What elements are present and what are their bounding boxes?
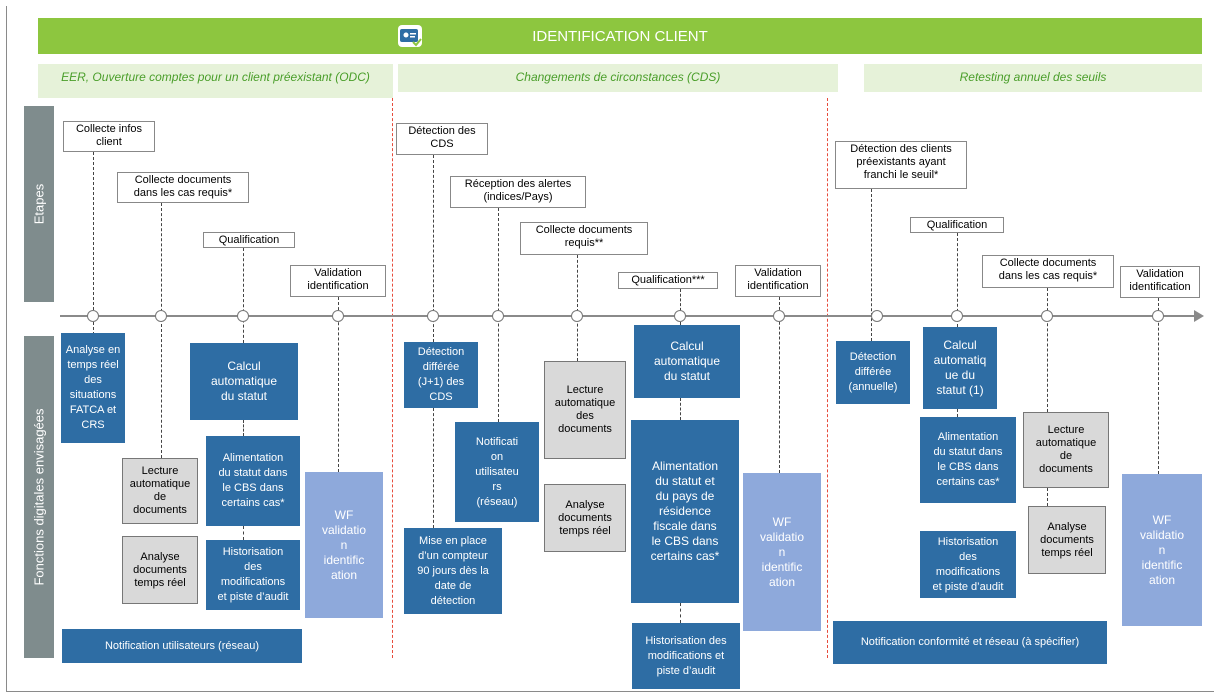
timeline-axis xyxy=(60,315,1195,317)
timeline-node xyxy=(773,310,785,322)
connector-line xyxy=(338,297,339,472)
id-card-icon xyxy=(398,25,422,47)
function-alimentation-statut: Alimentation du statut dans le CBS dans … xyxy=(206,436,300,526)
step-validation: Validation identification xyxy=(1120,266,1200,298)
function-lecture-automatique: Lecture automatique des documents xyxy=(544,361,626,459)
function-alimentation-statut: Alimentation du statut dans le CBS dans … xyxy=(920,417,1016,503)
connector-line xyxy=(243,248,244,343)
function-historisation: Historisation des modifications et piste… xyxy=(206,540,300,610)
function-calcul-statut: Calcul automatiq ue du statut (1) xyxy=(923,327,997,409)
step-validation: Validation identification xyxy=(735,265,821,297)
step-detection-cds: Détection des CDS xyxy=(396,123,488,155)
function-wf-validation: WF validatio n identific ation xyxy=(305,472,383,618)
connector-line xyxy=(243,526,244,540)
connector-line xyxy=(1047,288,1048,412)
timeline-node xyxy=(332,310,344,322)
function-calcul-statut: Calcul automatique du statut xyxy=(634,325,740,398)
connector-line xyxy=(1047,488,1048,506)
connector-line xyxy=(680,398,681,420)
timeline-node xyxy=(1152,310,1164,322)
section-cds: Changements de circonstances (CDS) xyxy=(398,64,838,92)
function-detection-differee: Détection différée (J+1) des CDS xyxy=(404,342,478,408)
function-wf-validation: WF validatio n identific ation xyxy=(743,473,821,631)
step-qualification: Qualification xyxy=(910,217,1004,233)
timeline-node xyxy=(237,310,249,322)
function-analyse-documents: Analyse documents temps réel xyxy=(122,536,198,604)
connector-line xyxy=(93,152,94,335)
function-detection-differee-annuelle: Détection différée (annuelle) xyxy=(836,341,910,404)
section-odc: EER, Ouverture comptes pour un client pr… xyxy=(38,64,393,98)
diagram-frame xyxy=(6,6,1214,692)
timeline-node xyxy=(87,310,99,322)
step-qualification: Qualification xyxy=(203,232,295,248)
timeline-node xyxy=(155,310,167,322)
connector-line xyxy=(680,603,681,623)
step-detection-clients: Détection des clients préexistants ayant… xyxy=(835,141,967,189)
section-separator xyxy=(392,98,393,658)
sidebar-fonctions-label: Fonctions digitales envisagées xyxy=(31,408,47,586)
step-collecte-infos: Collecte infos client xyxy=(63,121,155,152)
function-alimentation-statut-pays: Alimentation du statut et du pays de rés… xyxy=(631,420,739,603)
timeline-node xyxy=(951,310,963,322)
timeline-node xyxy=(674,310,686,322)
timeline-arrow-icon xyxy=(1194,310,1204,322)
function-notification-utilisateurs: Notification utilisateurs (réseau) xyxy=(62,629,302,663)
timeline-node xyxy=(871,310,883,322)
step-collecte-documents-requis: Collecte documents requis** xyxy=(520,222,648,255)
connector-line xyxy=(1158,298,1159,474)
function-notification-conformite: Notification conformité et réseau (à spé… xyxy=(833,621,1107,664)
step-qualification: Qualification*** xyxy=(618,272,718,289)
step-reception-alertes: Réception des alertes (indices/Pays) xyxy=(450,176,586,208)
connector-line xyxy=(779,297,780,473)
step-validation: Validation identification xyxy=(290,265,386,297)
section-retesting: Retesting annuel des seuils xyxy=(864,64,1202,92)
connector-line xyxy=(680,289,681,325)
function-calcul-statut: Calcul automatique du statut xyxy=(190,343,298,420)
function-notification-utilisateurs: Notificati on utilisateu rs (réseau) xyxy=(455,422,539,522)
sidebar-etapes: Etapes xyxy=(24,106,54,302)
sidebar-etapes-label: Etapes xyxy=(31,183,47,225)
section-separator xyxy=(827,98,828,658)
connector-line xyxy=(161,203,162,458)
step-collecte-documents: Collecte documents dans les cas requis* xyxy=(117,172,249,203)
timeline-node xyxy=(1041,310,1053,322)
timeline-node xyxy=(492,310,504,322)
connector-line xyxy=(243,420,244,436)
function-wf-validation: WF validatio n identific ation xyxy=(1122,474,1202,626)
connector-line xyxy=(957,233,958,327)
connector-line xyxy=(871,189,872,341)
function-historisation: Historisation des modifications et piste… xyxy=(920,531,1016,598)
diagram-title: IDENTIFICATION CLIENT xyxy=(38,18,1202,54)
function-lecture-automatique: Lecture automatique de documents xyxy=(122,458,198,524)
connector-line xyxy=(433,155,434,342)
function-analyse-temps-reel: Analyse en temps réel des situations FAT… xyxy=(61,333,125,443)
function-analyse-documents: Analyse documents temps réel xyxy=(1028,506,1106,574)
connector-line xyxy=(957,409,958,417)
function-historisation: Historisation des modifications et piste… xyxy=(632,623,740,689)
connector-line xyxy=(433,408,434,528)
connector-line xyxy=(577,255,578,361)
timeline-node xyxy=(427,310,439,322)
step-collecte-documents: Collecte documents dans les cas requis* xyxy=(982,255,1114,288)
function-analyse-documents: Analyse documents temps réel xyxy=(544,484,626,552)
timeline-node xyxy=(571,310,583,322)
function-lecture-automatique: Lecture automatique de documents xyxy=(1023,412,1109,488)
function-compteur-90-jours: Mise en place d’un compteur 90 jours dès… xyxy=(404,528,502,614)
sidebar-fonctions: Fonctions digitales envisagées xyxy=(24,336,54,658)
